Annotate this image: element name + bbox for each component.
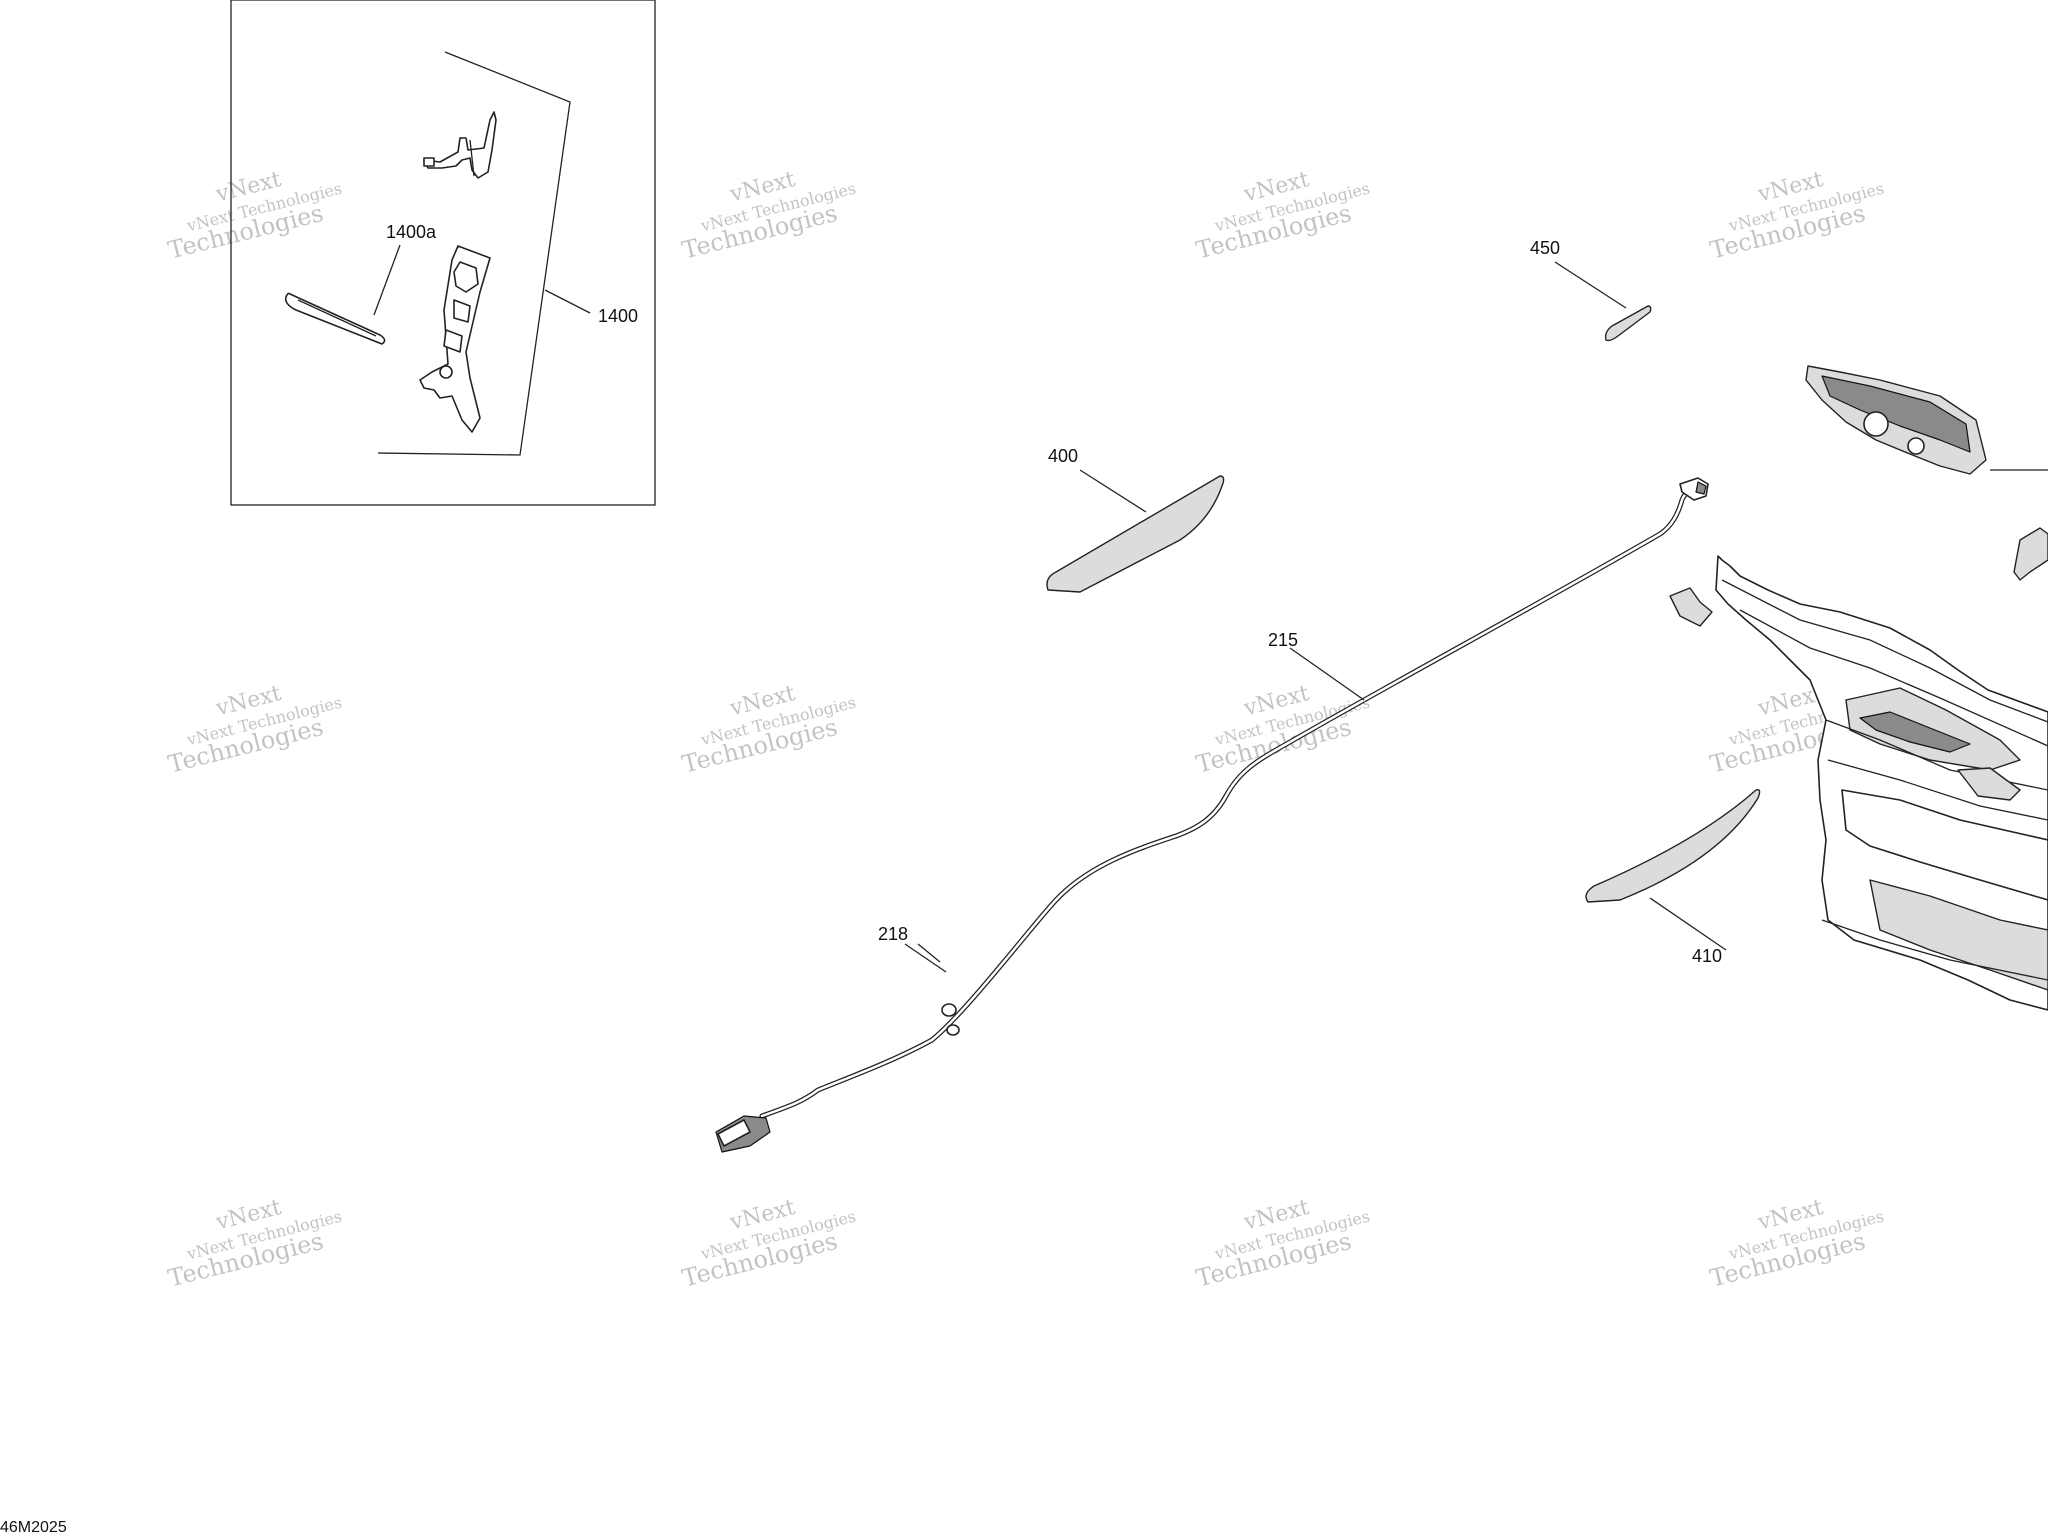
figure-code: 46M2025: [0, 1519, 67, 1536]
part-215-harness: [715, 477, 1709, 1153]
rear-body-panel: [1669, 555, 2048, 1011]
tail-light-assembly: [1805, 365, 2048, 581]
hook-tool-icon: [423, 111, 497, 179]
callout-1400: 1400: [598, 306, 638, 326]
callout-450: 450: [1530, 238, 1560, 258]
callout-218: 218: [878, 924, 908, 944]
part-410-trim: [1585, 788, 1761, 951]
tool-kit-inset: [230, 0, 656, 506]
callout-400: 400: [1048, 446, 1078, 466]
callout-410: 410: [1692, 946, 1722, 966]
callout-1400a: 1400a: [386, 222, 437, 242]
wrench-icon: [419, 245, 491, 433]
part-1400a-strip: [284, 292, 386, 345]
part-400-trim: [1046, 469, 1225, 593]
part-450-trim: [1554, 261, 1652, 342]
callout-215: 215: [1268, 630, 1298, 650]
